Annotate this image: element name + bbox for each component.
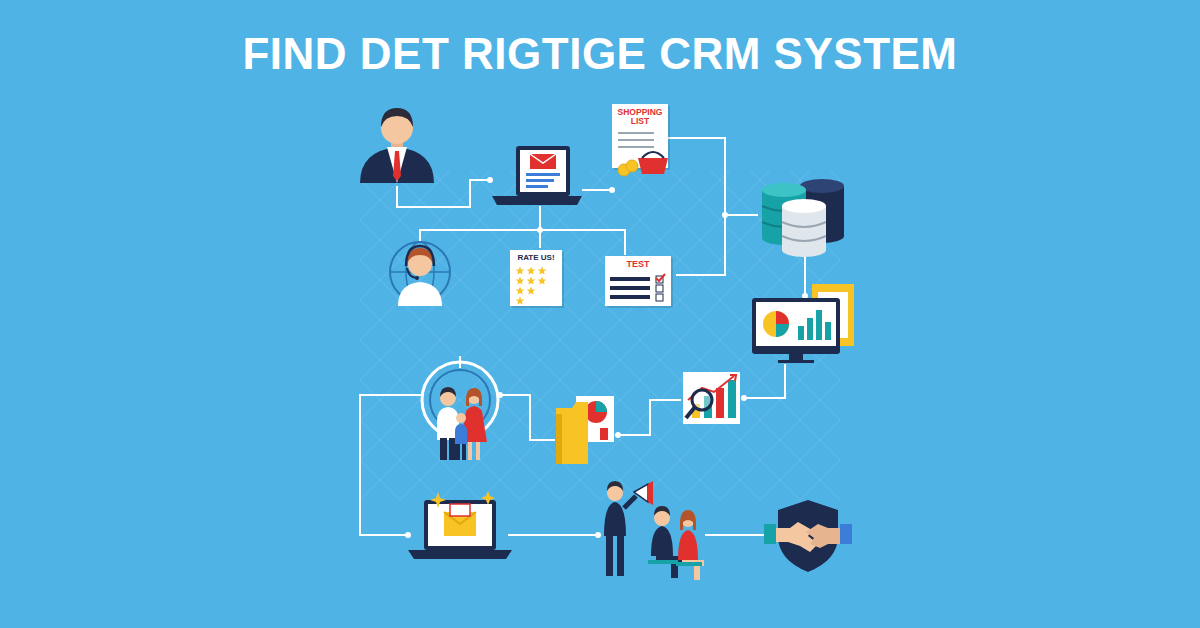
support-agent-icon — [390, 242, 450, 306]
wires — [360, 138, 805, 535]
wire-dots — [405, 177, 808, 538]
grid-texture — [360, 170, 840, 500]
analytics-monitor-icon — [752, 284, 854, 363]
rating-card: RATE US! — [510, 250, 562, 306]
shopping-list-card: SHOPPING LIST — [612, 104, 668, 168]
test-card: TEST — [605, 256, 671, 306]
email-laptop-icon — [408, 491, 512, 559]
card-label: SHOPPING LIST — [616, 108, 664, 126]
laptop-icon — [492, 146, 582, 205]
card-label: RATE US! — [514, 254, 558, 262]
chart-magnifier-icon — [683, 372, 740, 424]
folder-report-icon — [556, 396, 614, 464]
page-title: FIND DET RIGTIGE CRM SYSTEM — [0, 28, 1200, 80]
card-label: TEST — [609, 260, 667, 269]
target-audience-icon — [422, 356, 498, 460]
presentation-people-icon — [604, 481, 704, 580]
businessman-icon — [360, 108, 434, 183]
database-icon — [762, 179, 844, 257]
handshake-shield-icon — [764, 500, 852, 572]
